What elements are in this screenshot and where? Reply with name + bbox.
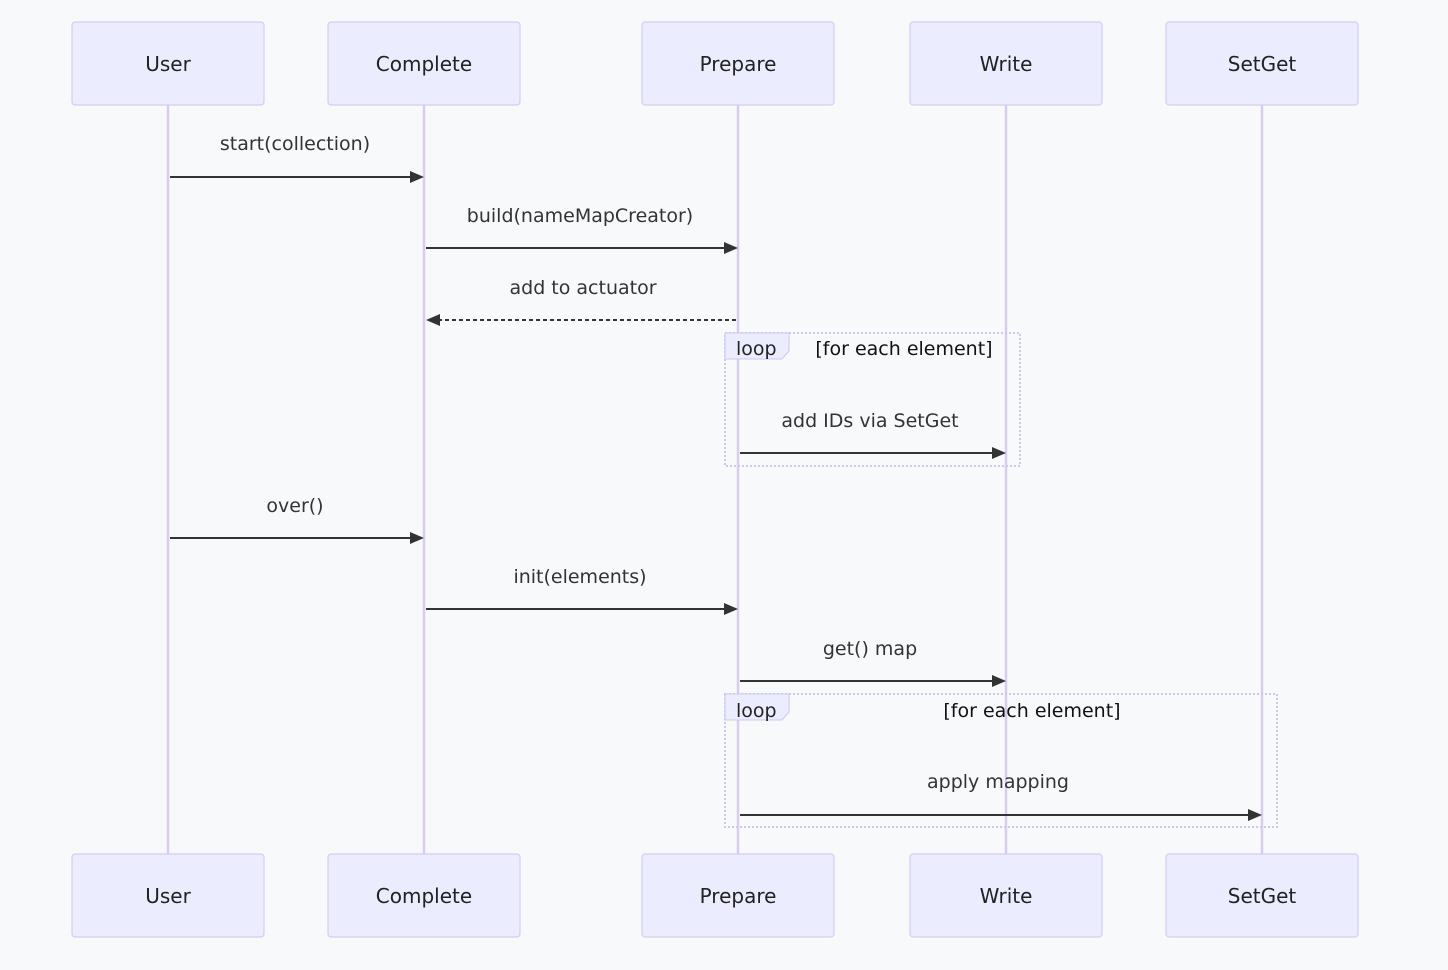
actors-bottom: User Complete Prepare Write SetGet	[71, 853, 1359, 938]
message-init[interactable]: init(elements)	[426, 566, 738, 615]
actors-top: User Complete Prepare Write SetGet	[71, 21, 1359, 106]
message-start-collection[interactable]: start(collection)	[170, 133, 424, 183]
loop-frame-1: loop [for each element]	[724, 332, 1021, 467]
actor-label: Write	[980, 52, 1033, 76]
message-label: add IDs via SetGet	[781, 410, 958, 432]
arrow-head-icon	[426, 314, 440, 326]
arrow-head-icon	[410, 532, 424, 544]
loop-frame-2: loop [for each element]	[724, 693, 1278, 828]
loop-keyword: loop	[736, 700, 777, 722]
messages: start(collection) build(nameMapCreator) …	[170, 133, 1262, 821]
actor-complete-bottom[interactable]: Complete	[327, 853, 521, 938]
actor-label: Write	[980, 884, 1033, 908]
message-apply-mapping[interactable]: apply mapping	[740, 771, 1262, 821]
actor-user-bottom[interactable]: User	[71, 853, 265, 938]
loop-box	[724, 693, 1278, 828]
actor-label: Complete	[376, 52, 472, 76]
loop-condition: [for each element]	[815, 338, 992, 360]
message-label: add to actuator	[509, 277, 656, 299]
message-over[interactable]: over()	[170, 495, 424, 544]
loop-condition: [for each element]	[943, 700, 1120, 722]
arrow-head-icon	[992, 675, 1006, 687]
actor-setget-bottom[interactable]: SetGet	[1165, 853, 1359, 938]
message-get-map[interactable]: get() map	[740, 638, 1006, 687]
actor-label: Complete	[376, 884, 472, 908]
actor-write-top[interactable]: Write	[909, 21, 1103, 106]
actor-user-top[interactable]: User	[71, 21, 265, 106]
loop-keyword: loop	[736, 338, 777, 360]
arrow-head-icon	[410, 171, 424, 183]
message-label: build(nameMapCreator)	[467, 205, 693, 227]
loop-tab	[724, 332, 790, 360]
message-add-ids[interactable]: add IDs via SetGet	[740, 410, 1006, 459]
actor-label: Prepare	[700, 884, 777, 908]
actor-label: User	[145, 884, 191, 908]
message-add-to-actuator[interactable]: add to actuator	[426, 277, 736, 326]
message-build[interactable]: build(nameMapCreator)	[426, 205, 738, 254]
arrow-head-icon	[1248, 809, 1262, 821]
arrow-head-icon	[724, 603, 738, 615]
actor-label: Prepare	[700, 52, 777, 76]
message-label: start(collection)	[220, 133, 370, 155]
actor-label: User	[145, 52, 191, 76]
actor-write-bottom[interactable]: Write	[909, 853, 1103, 938]
message-label: over()	[266, 495, 323, 517]
lifelines	[166, 105, 1264, 854]
message-label: get() map	[823, 638, 917, 660]
message-label: apply mapping	[927, 771, 1069, 793]
loop-tab	[724, 693, 790, 721]
message-label: init(elements)	[513, 566, 646, 588]
actor-setget-top[interactable]: SetGet	[1165, 21, 1359, 106]
arrow-head-icon	[992, 447, 1006, 459]
arrow-head-icon	[724, 242, 738, 254]
actor-label: SetGet	[1228, 52, 1297, 76]
actor-complete-top[interactable]: Complete	[327, 21, 521, 106]
loop-box	[724, 332, 1021, 467]
actor-label: SetGet	[1228, 884, 1297, 908]
actor-prepare-top[interactable]: Prepare	[641, 21, 835, 106]
actor-prepare-bottom[interactable]: Prepare	[641, 853, 835, 938]
